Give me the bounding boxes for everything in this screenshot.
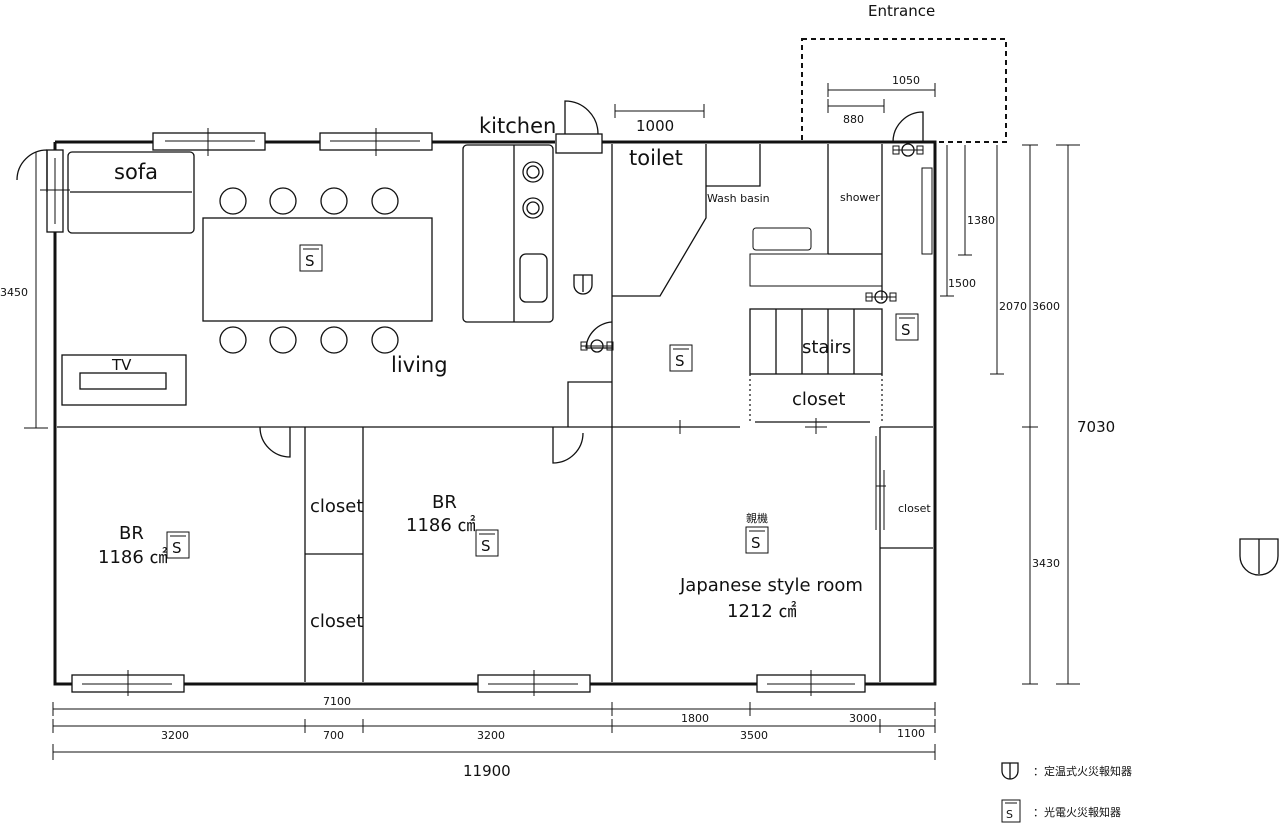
kitchen-label: kitchen	[479, 114, 556, 138]
heat-detector-icon	[573, 274, 593, 295]
dim-1100: 1100	[897, 727, 925, 740]
japanese-room-label: Japanese style room	[679, 575, 863, 596]
dim-1500: 1500	[948, 277, 976, 290]
dim-700: 700	[323, 729, 344, 742]
fan-icon	[892, 143, 924, 157]
toilet-label: toilet	[629, 146, 683, 170]
stairs	[749, 308, 883, 375]
dim-7100: 7100	[323, 695, 351, 708]
shower-label: shower	[840, 191, 880, 204]
svg-text:S: S	[901, 321, 911, 339]
interior-walls	[57, 144, 933, 682]
dim-7030: 7030	[1077, 418, 1115, 436]
smoke-detector-icon: S	[895, 313, 919, 341]
stairs-label: stairs	[802, 337, 851, 358]
entrance-area	[801, 38, 1007, 143]
dim-880: 880	[843, 113, 864, 126]
smoke-detector-icon: S	[745, 526, 769, 554]
dim-1380: 1380	[967, 214, 995, 227]
closet-right-label: closet	[898, 502, 931, 515]
windows	[40, 128, 866, 696]
br-right-area: 1186 ㎠	[406, 514, 476, 536]
entrance-label: Entrance	[868, 2, 935, 20]
dim-11900: 11900	[463, 762, 511, 780]
wash-basin-label: Wash basin	[707, 192, 770, 205]
dim-3000: 3000	[849, 712, 877, 725]
heat-detector-icon	[1239, 538, 1279, 576]
br-right-label: BR	[432, 492, 457, 513]
dim-3500: 3500	[740, 729, 768, 742]
svg-text:S: S	[172, 539, 182, 557]
dim-3450: 3450	[0, 286, 28, 299]
exterior-walls	[53, 140, 937, 686]
br-left-label: BR	[119, 523, 144, 544]
svg-text:S: S	[675, 352, 685, 370]
smoke-detector-icon: S	[475, 529, 499, 557]
fan-icon	[580, 339, 614, 353]
dim-3200-left: 3200	[161, 729, 189, 742]
dim-3600: 3600	[1032, 300, 1060, 313]
smoke-detector-icon: S	[166, 531, 190, 559]
dim-3430: 3430	[1032, 557, 1060, 570]
smoke-detector-icon: S	[669, 344, 693, 372]
closet-upper-label: closet	[310, 496, 363, 517]
closet-stairs-label: closet	[792, 389, 845, 410]
dimension-lines	[24, 83, 1080, 760]
dim-3200-right: 3200	[477, 729, 505, 742]
legend-smoke-text: ：光電火災報知器	[1033, 805, 1121, 819]
legend-heat-text: ：定温式火災報知器	[1033, 764, 1132, 778]
doors	[16, 100, 924, 464]
sofa-label: sofa	[114, 160, 158, 184]
svg-text:S: S	[1006, 808, 1013, 821]
dim-2070: 2070	[999, 300, 1027, 313]
br-left-area: 1186 ㎠	[98, 546, 168, 568]
living-label: living	[391, 353, 448, 377]
svg-text:S: S	[481, 537, 491, 555]
living-furniture	[61, 144, 554, 406]
legend-heat-detector-icon	[1001, 762, 1019, 780]
tv-label: TV	[111, 356, 132, 374]
detector-note: 親機	[746, 511, 768, 525]
smoke-detector-icon: S	[299, 244, 323, 272]
closet-lower-label: closet	[310, 611, 363, 632]
japanese-room-area: 1212 ㎠	[727, 600, 797, 622]
dim-1800: 1800	[681, 712, 709, 725]
legend: ：定温式火災報知器 S ：光電火災報知器	[1001, 762, 1132, 823]
legend-smoke-detector-icon: S	[1001, 799, 1021, 823]
svg-text:S: S	[305, 252, 315, 270]
fan-icon	[865, 290, 897, 304]
dim-1000: 1000	[636, 117, 674, 135]
dim-1050: 1050	[892, 74, 920, 87]
svg-text:S: S	[751, 534, 761, 552]
